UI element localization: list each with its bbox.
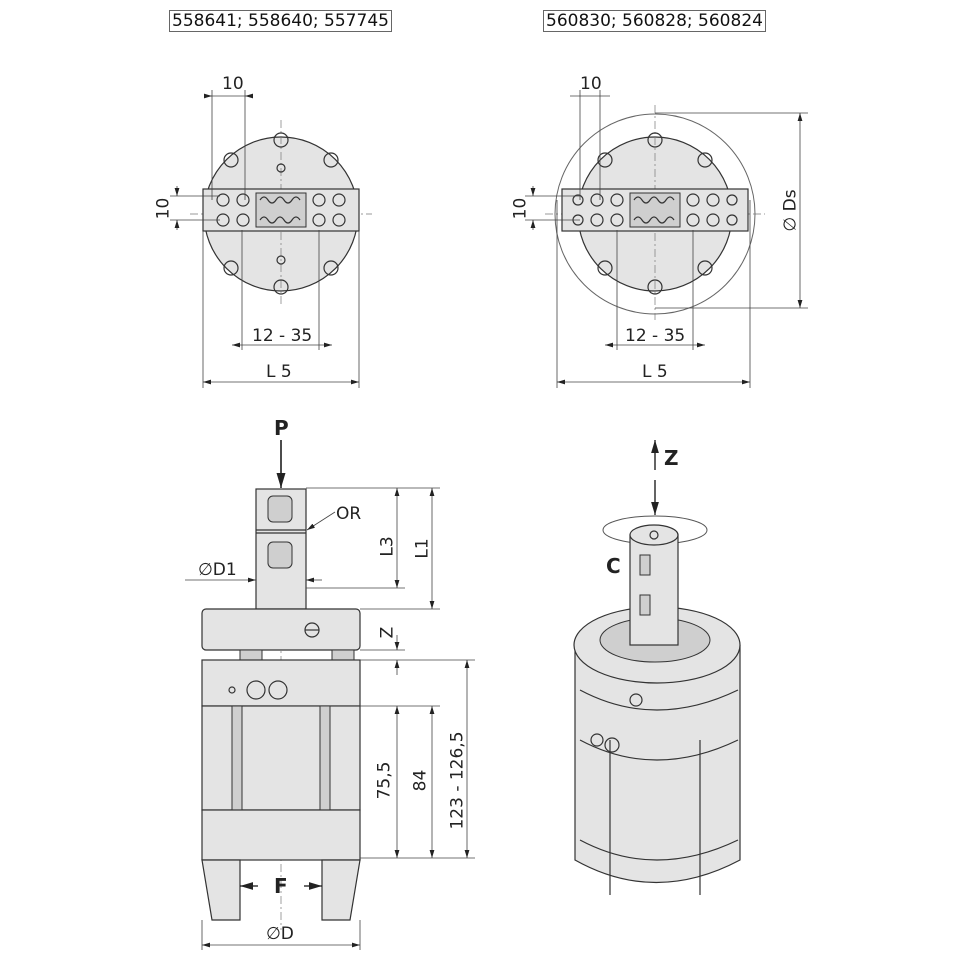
dim-jaw-height-right: 10 <box>510 197 531 220</box>
dim-total-height: 123 - 126,5 <box>447 731 468 830</box>
grip-force-label: F <box>274 874 288 898</box>
part-numbers-left: 558641; 558640; 557745 <box>169 10 392 32</box>
rotation-c-label: C <box>606 554 621 578</box>
dim-z: Z <box>377 626 398 639</box>
dim-l1: L1 <box>412 538 433 559</box>
oring-label: OR <box>336 504 362 524</box>
isometric-view <box>573 440 741 895</box>
dim-length-right: L 5 <box>642 362 668 382</box>
dim-length-left: L 5 <box>266 362 292 382</box>
dim-diameter-ds: ∅ Ds <box>780 189 801 232</box>
shank-diameter-label: ∅D1 <box>198 560 237 580</box>
axis-z-label: Z <box>664 446 679 470</box>
dim-84: 84 <box>410 769 431 792</box>
dim-jaw-width-right: 10 <box>580 74 602 94</box>
dim-jaw-width-left: 10 <box>222 74 244 94</box>
dim-l3: L3 <box>377 536 398 557</box>
dim-stroke-right: 12 - 35 <box>625 326 686 346</box>
diameter-d-label: ∅D <box>266 924 294 944</box>
dim-stroke-left: 12 - 35 <box>252 326 313 346</box>
dim-75-5: 75,5 <box>374 761 395 800</box>
dim-jaw-height-left: 10 <box>153 197 174 220</box>
top-view-left <box>170 90 372 388</box>
force-p-label: P <box>274 416 289 440</box>
part-numbers-right: 560830; 560828; 560824 <box>543 10 766 32</box>
top-view-right <box>525 90 808 388</box>
side-view <box>185 440 475 950</box>
